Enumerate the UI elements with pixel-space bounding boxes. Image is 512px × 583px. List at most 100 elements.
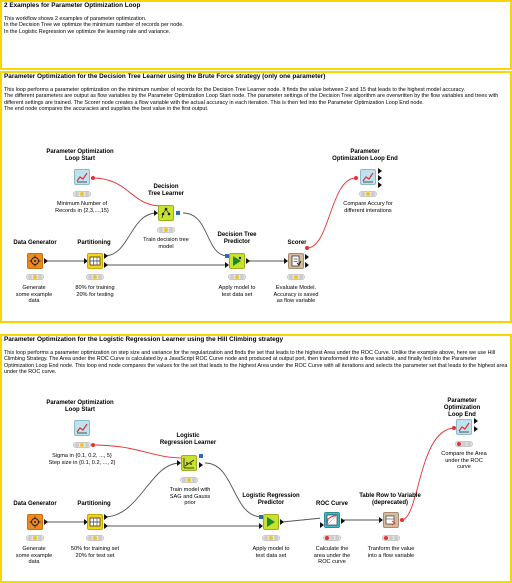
lr-loop-start-title: Parameter Optimization Loop Start bbox=[46, 400, 114, 413]
dt-loop-end-out3-port[interactable] bbox=[378, 182, 382, 188]
lr-partitioning-desc: 50% for training set 20% for test set bbox=[70, 546, 120, 559]
lr-loop-end-desc: Compare the Area under the ROC curve bbox=[441, 451, 487, 471]
lr-roc-in2-port[interactable] bbox=[320, 522, 324, 528]
lr-generator-node[interactable] bbox=[27, 514, 43, 530]
wire-dt-partitioning-learner bbox=[103, 212, 158, 257]
lr-loop-start-flowvar-port[interactable] bbox=[91, 443, 95, 447]
lr-learner-desc: Train model with SAG and Gauss prior bbox=[169, 487, 211, 507]
dt-predictor-desc: Apply model to test data set bbox=[218, 285, 256, 298]
dt-learner-model-port[interactable] bbox=[176, 211, 180, 215]
partition-icon bbox=[89, 256, 101, 266]
dt-loop-end-out1-port[interactable] bbox=[378, 168, 382, 174]
predictor-icon bbox=[233, 256, 242, 266]
lr-roc-title: ROC Curve bbox=[315, 501, 349, 507]
lr-learner-title: Logistic Regression Learner bbox=[159, 433, 217, 446]
lr-t2v-desc: Tranform the value into a flow variable bbox=[367, 546, 415, 559]
dt-generator-desc: Generate some example data bbox=[15, 285, 53, 305]
lr-roc-in1-port[interactable] bbox=[320, 514, 324, 520]
lr-roc-status bbox=[323, 535, 341, 541]
lr-partitioning-out1-port[interactable] bbox=[104, 514, 108, 520]
lr-learner-out2-port[interactable] bbox=[199, 462, 203, 468]
lr-partitioning-status bbox=[86, 535, 104, 541]
dt-title: Parameter Optimization for the Decision … bbox=[2, 73, 510, 81]
dt-loop-end-out2-port[interactable] bbox=[378, 175, 382, 181]
lr-roc-out-port[interactable] bbox=[341, 518, 345, 524]
dt-generator-out-port[interactable] bbox=[44, 258, 48, 264]
dt-scorer-out2-port[interactable] bbox=[305, 262, 309, 268]
table-to-variable-icon bbox=[385, 515, 396, 526]
dt-partitioning-desc: 80% for training 20% for testing bbox=[75, 285, 115, 298]
dt-predictor-data-in-port[interactable] bbox=[225, 262, 229, 268]
lr-t2v-status bbox=[382, 535, 400, 541]
lr-loop-end-node[interactable] bbox=[456, 419, 472, 435]
wire-lr-learner-predictor bbox=[204, 462, 263, 518]
dt-scorer-in-port[interactable] bbox=[284, 258, 288, 264]
dt-loop-end-flowvar-port[interactable] bbox=[354, 176, 358, 180]
flowvar-dt-start-learner bbox=[91, 177, 163, 207]
lr-roc-desc: Calculate the area under the ROC curve bbox=[313, 546, 351, 566]
dt-loop-start-status bbox=[73, 191, 91, 197]
intro-annotation: 2 Examples for Parameter Optimization Lo… bbox=[0, 0, 512, 70]
dt-scorer-out1-port[interactable] bbox=[305, 254, 309, 260]
wire-lr-partitioning-learner bbox=[103, 462, 181, 518]
tree-learner-icon bbox=[161, 207, 171, 219]
lr-predictor-title: Logistic Regression Predictor bbox=[242, 493, 300, 506]
dt-predictor-node[interactable] bbox=[229, 253, 245, 269]
lr-roc-node[interactable] bbox=[324, 512, 340, 528]
dt-partitioning-node[interactable] bbox=[87, 253, 103, 269]
lr-learner-node[interactable] bbox=[181, 455, 197, 471]
dt-scorer-flowvar-port[interactable] bbox=[305, 246, 309, 250]
lr-predictor-data-in-port[interactable] bbox=[259, 523, 263, 529]
lr-loop-end-out1-port[interactable] bbox=[474, 418, 478, 424]
data-generator-icon bbox=[29, 516, 41, 528]
lr-generator-out-port[interactable] bbox=[44, 519, 48, 525]
dt-predictor-model-in-port[interactable] bbox=[225, 254, 229, 258]
lr-loop-end-title: Parameter Optimization Loop End bbox=[443, 398, 481, 418]
dt-learner-node[interactable] bbox=[158, 205, 174, 221]
lr-loop-end-out2-port[interactable] bbox=[474, 426, 478, 432]
lr-generator-title: Data Generator bbox=[13, 501, 57, 507]
dt-loop-end-desc: Compare Accury for different interations bbox=[343, 201, 393, 214]
dt-partitioning-status bbox=[86, 274, 104, 280]
dt-scorer-node[interactable] bbox=[288, 253, 304, 269]
dt-learner-in-port[interactable] bbox=[154, 210, 158, 216]
dt-predictor-status bbox=[228, 274, 246, 280]
dt-loop-start-node[interactable] bbox=[74, 169, 90, 185]
scorer-icon bbox=[291, 255, 302, 267]
lr-partitioning-out2-port[interactable] bbox=[104, 523, 108, 529]
lr-learner-in-port[interactable] bbox=[177, 460, 181, 466]
line-chart-icon bbox=[76, 423, 88, 434]
lr-t2v-node[interactable] bbox=[383, 512, 399, 528]
lr-loop-end-status bbox=[455, 441, 473, 447]
lr-partitioning-node[interactable] bbox=[87, 514, 103, 530]
dt-loop-start-desc: Minimum Number of Records in {2,3,...,15… bbox=[55, 201, 109, 214]
dt-partitioning-out1-port[interactable] bbox=[104, 253, 108, 259]
dt-generator-node[interactable] bbox=[27, 253, 43, 269]
dt-predictor-title: Decision Tree Predictor bbox=[217, 232, 257, 245]
dt-partitioning-out2-port[interactable] bbox=[104, 262, 108, 268]
lr-partitioning-in-port[interactable] bbox=[84, 519, 88, 525]
lr-loop-end-flowvar-port[interactable] bbox=[452, 426, 456, 430]
dt-predictor-out-port[interactable] bbox=[246, 258, 250, 264]
dt-loop-start-flowvar-port[interactable] bbox=[91, 176, 95, 180]
lr-loop-start-node[interactable] bbox=[74, 420, 90, 436]
lr-t2v-flowvar-port[interactable] bbox=[400, 518, 404, 522]
lr-predictor-out-port[interactable] bbox=[280, 519, 284, 525]
lr-partitioning-title: Partitioning bbox=[77, 501, 111, 507]
lr-learner-model-port[interactable] bbox=[199, 454, 203, 458]
dt-partitioning-title: Partitioning bbox=[77, 240, 111, 246]
predictor-icon bbox=[267, 517, 275, 527]
flowvar-dt-scorer-end bbox=[306, 177, 357, 249]
dt-loop-end-status bbox=[359, 191, 377, 197]
dt-scorer-title: Scorer bbox=[287, 240, 307, 246]
dt-text: This loop performs a parameter optimizat… bbox=[4, 87, 499, 113]
line-chart-icon bbox=[76, 172, 88, 183]
dt-partitioning-in-port[interactable] bbox=[84, 258, 88, 264]
lr-t2v-in-port[interactable] bbox=[379, 517, 383, 523]
lr-loop-start-desc: Sigma in {0.1, 0.2, ..., 5} Step size in… bbox=[48, 453, 116, 466]
lr-predictor-node[interactable] bbox=[263, 514, 279, 530]
dt-loop-end-node[interactable] bbox=[360, 169, 376, 185]
lr-predictor-model-in-port[interactable] bbox=[259, 515, 263, 519]
lr-generator-status bbox=[26, 535, 44, 541]
lr-learner-status bbox=[180, 477, 198, 483]
